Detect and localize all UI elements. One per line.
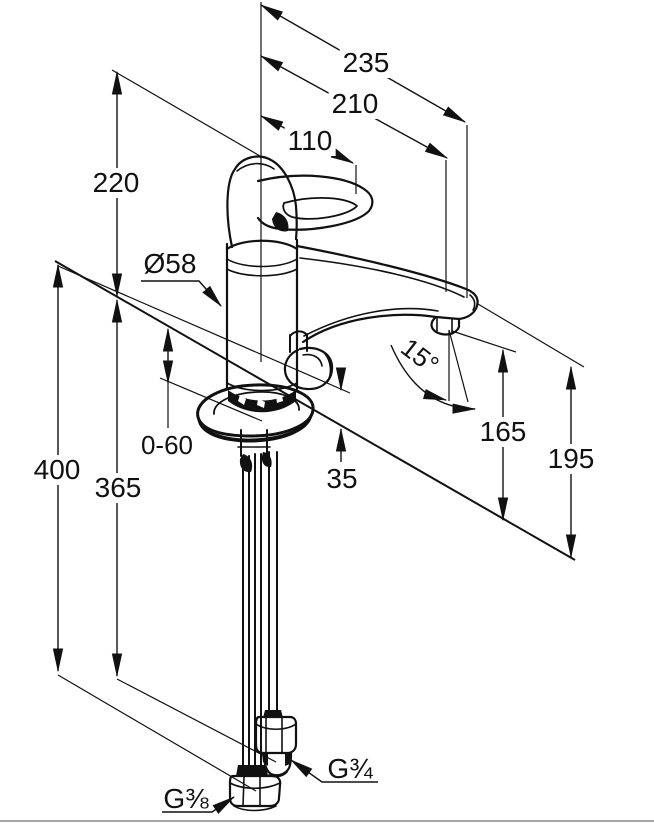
dim-projection-overall: 235 [339,48,393,78]
dimension-lines [52,2,585,814]
dim-base-plate-height: 35 [323,464,361,494]
dim-thread-supply: G⅜ [163,783,209,814]
dim-base-diameter: Ø58 [140,249,200,279]
dim-height-total: 400 [30,455,84,485]
dim-projection-spout: 210 [328,89,382,119]
dim-height-above-deck: 220 [89,168,143,198]
faucet-outline [196,155,479,812]
dim-height-spout-tip: 195 [544,444,598,474]
page-bottom-rule [0,820,654,822]
dim-height-supply: 365 [91,473,145,503]
dim-height-aerator: 165 [476,417,530,447]
dim-deck-thickness-range: 0-60 [137,431,197,459]
dim-projection-handle: 110 [284,126,336,156]
dim-thread-outlet: G¾ [327,753,373,784]
